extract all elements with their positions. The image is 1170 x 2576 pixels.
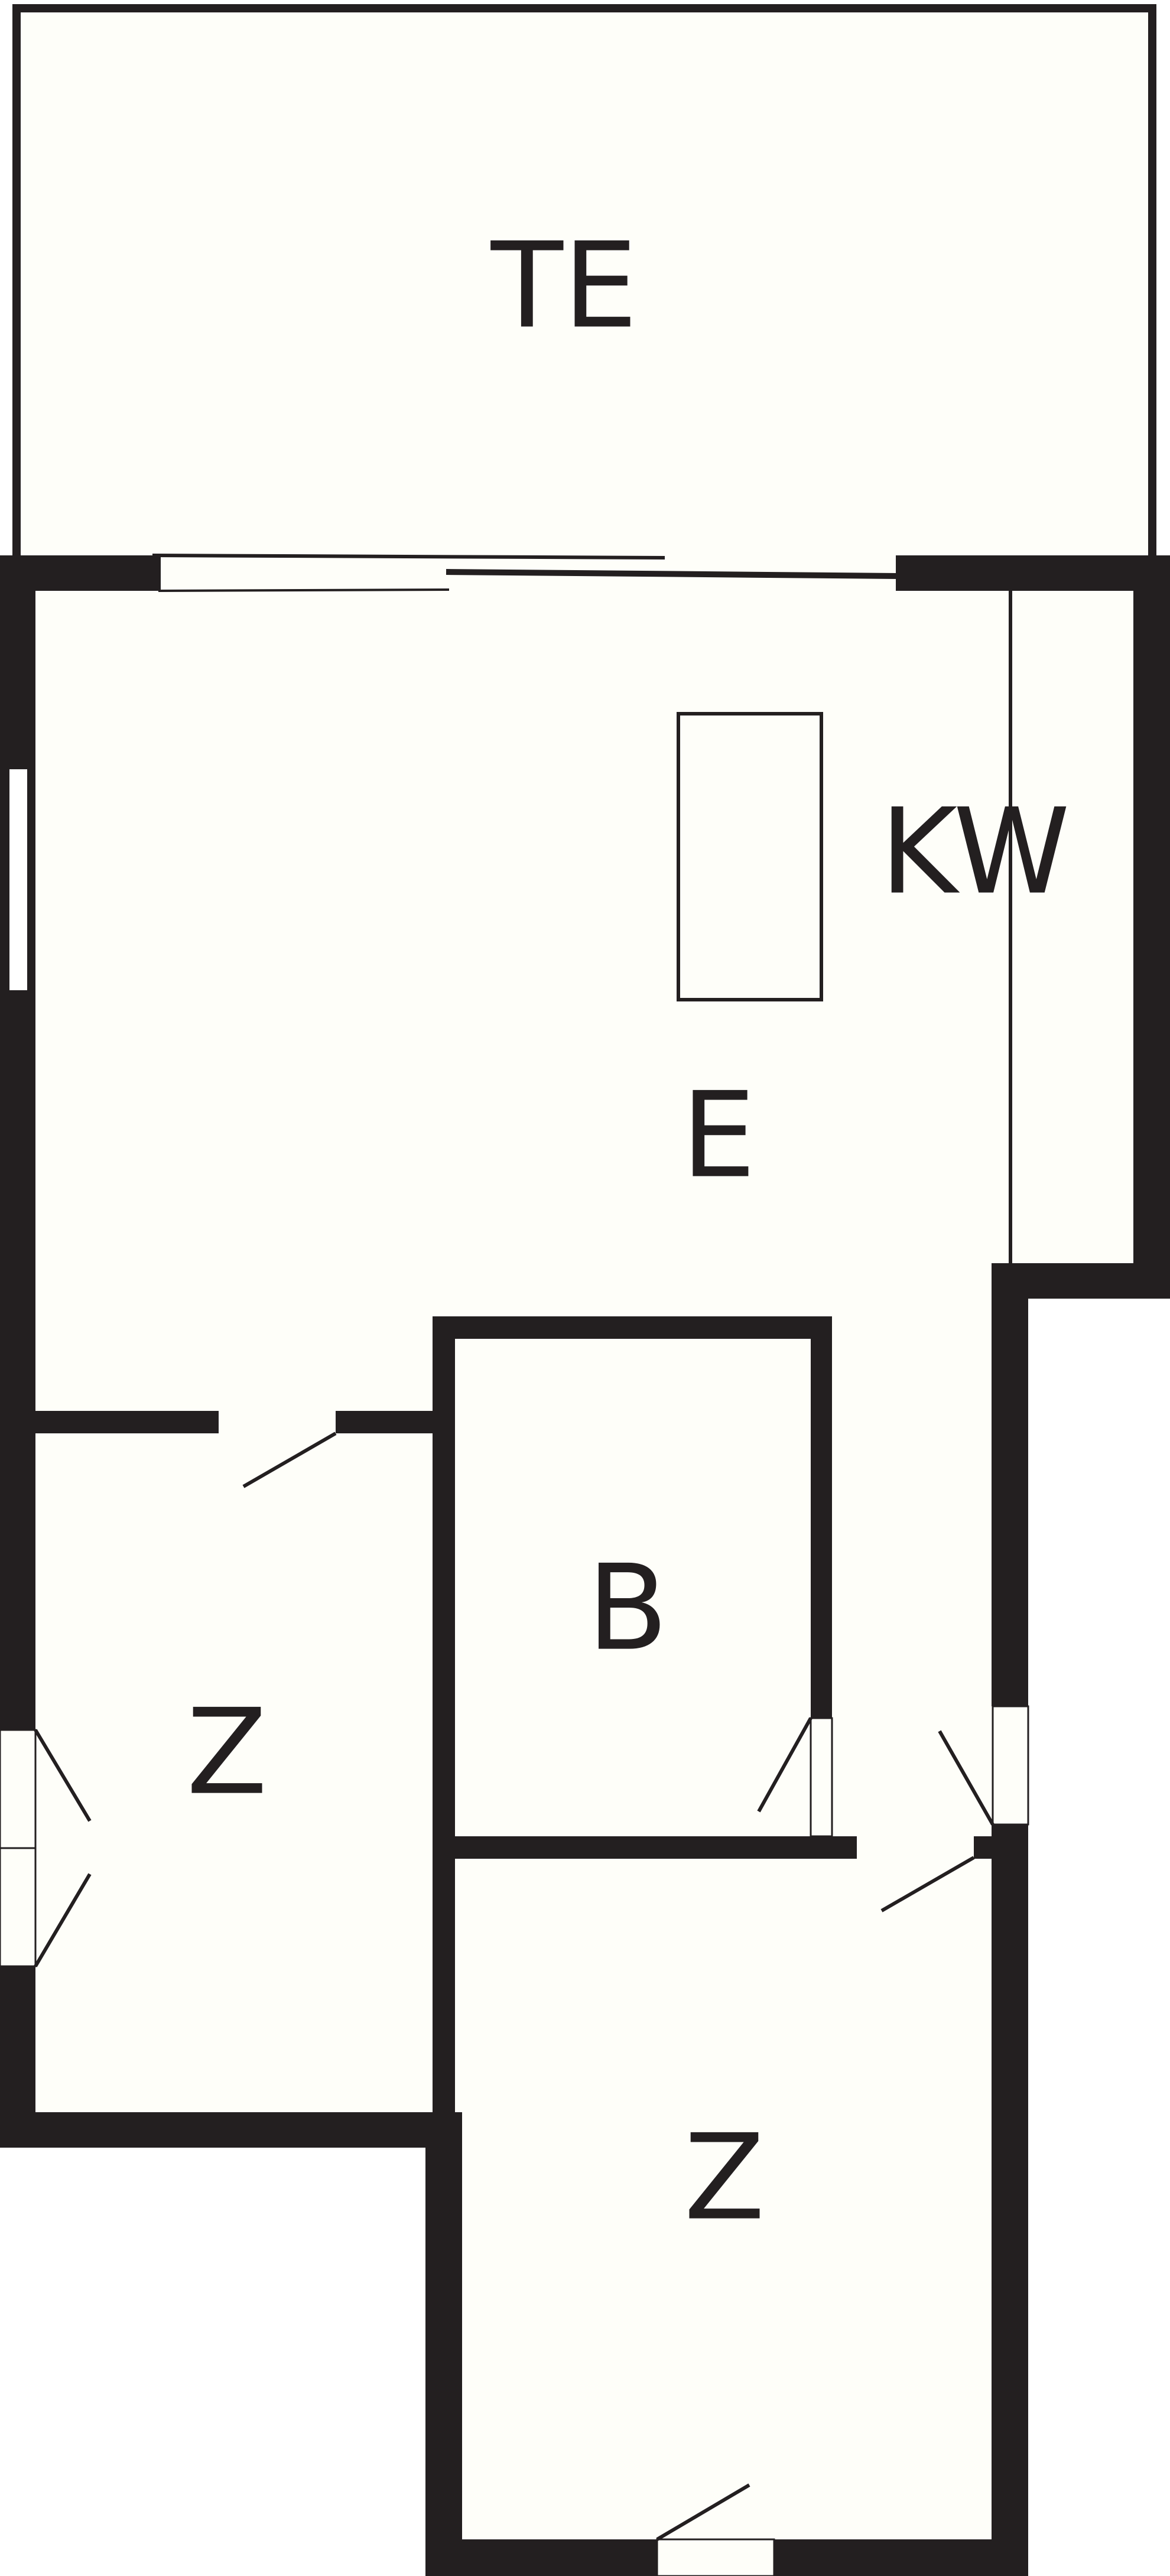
wall-z1-top-a: [0, 1411, 219, 1433]
opening-right-door: [992, 1705, 1029, 1826]
label-bathroom: B: [587, 1540, 668, 1677]
wall-right-lower: [992, 1823, 1028, 2576]
wall-z1-right: [433, 1316, 455, 2113]
room-labels: TE KW E B Z Z: [186, 217, 1070, 2247]
label-terrace: TE: [490, 217, 638, 355]
wall-right-upper: [992, 1263, 1028, 1706]
wall-bath-right: [811, 1316, 832, 1718]
wall-left-upper: [0, 555, 35, 1731]
terrace-outline: [12, 4, 1156, 557]
door-swing-icon: [757, 1717, 812, 1813]
door-swing-icon: [34, 1729, 92, 1822]
opening-bottom-door: [656, 2538, 775, 2576]
wall-bottom-2: [774, 2539, 1028, 2576]
label-bedroom-left: Z: [186, 1684, 267, 1822]
wall-bath-bottom-stub: [974, 1836, 997, 1859]
fixture-rectangle-icon: [677, 712, 823, 1001]
terrace-floor: [17, 8, 1152, 557]
sliding-door-icon: [152, 554, 899, 592]
wall-right-kw: [1133, 555, 1170, 1299]
wall-bottom-1: [425, 2539, 657, 2576]
door-swing-icon: [242, 1432, 337, 1488]
label-storage: KW: [880, 783, 1070, 921]
label-bedroom-bottom: Z: [684, 2109, 765, 2247]
wall-top-right: [898, 555, 1170, 591]
opening-left-door-1: [0, 1729, 37, 1849]
window-icon: [7, 767, 30, 993]
door-swings: [34, 1432, 994, 2541]
floor-areas: [17, 8, 1152, 2558]
opening-left-door-2: [0, 1847, 37, 1967]
walls: [0, 555, 1170, 2576]
door-swing-icon: [34, 1873, 92, 1967]
wall-bottom-stem: [425, 2112, 462, 2576]
wall-bath-top: [433, 1316, 832, 1339]
door-swing-icon: [656, 2483, 750, 2541]
opening-bath-jamb: [810, 1717, 833, 1837]
door-swing-icon: [938, 1730, 994, 1826]
wall-bath-bottom: [433, 1836, 857, 1859]
wall-bottom-left: [0, 2112, 461, 2148]
wall-z1-top-b: [336, 1411, 435, 1433]
openings: [0, 1705, 1029, 2576]
label-living: E: [681, 1067, 756, 1205]
door-swing-icon: [880, 1856, 975, 1913]
interior-floor: [35, 591, 1135, 2558]
